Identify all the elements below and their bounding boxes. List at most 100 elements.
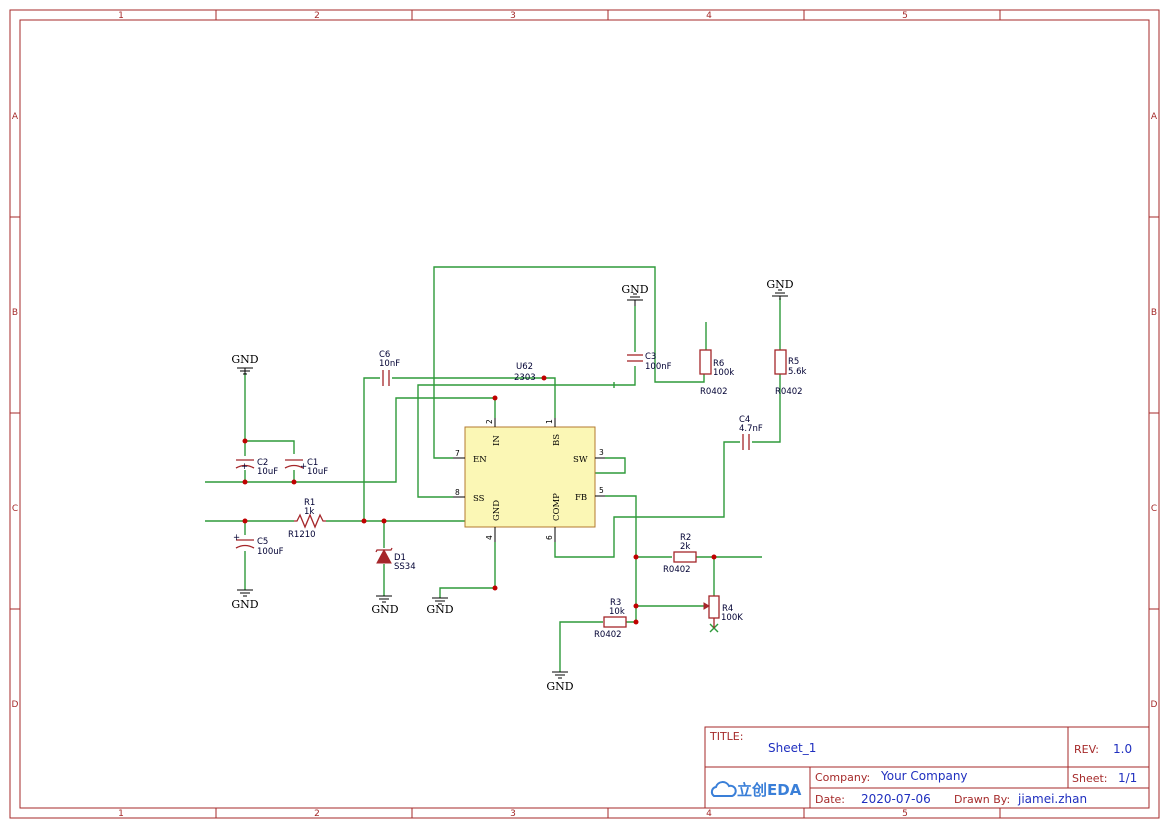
col-label: 5 — [902, 11, 908, 21]
ic-designator: U62 — [516, 362, 533, 372]
r1-designator: R1 — [304, 498, 315, 508]
row-label: B — [12, 308, 18, 318]
drawn-by-value: jiamei.zhan — [1017, 792, 1087, 806]
capacitor-c3[interactable]: C3 100nF — [627, 352, 672, 372]
polarity-mark: + — [233, 533, 240, 543]
col-label: 3 — [510, 809, 516, 819]
junction-dot — [492, 585, 498, 591]
junction-dot — [711, 554, 717, 560]
drawn-by-label: Drawn By: — [954, 793, 1010, 806]
row-label: B — [1151, 308, 1157, 318]
r6-value: 100k — [713, 368, 734, 378]
wire-en — [433, 266, 705, 459]
gnd-symbol[interactable]: GND — [231, 353, 259, 375]
gnd-symbol[interactable]: GND — [621, 283, 649, 306]
wire-vin — [205, 397, 496, 483]
resistor-r1[interactable]: R1 1k R1210 — [288, 498, 326, 540]
capacitor-c4[interactable]: C4 4.7nF — [739, 415, 763, 450]
gnd-symbol[interactable]: GND — [546, 671, 574, 693]
c2-value: 10uF — [257, 467, 278, 477]
c1-value: 10uF — [307, 467, 328, 477]
gnd-symbol[interactable]: GND — [766, 278, 794, 300]
r4-designator: R4 — [722, 604, 733, 614]
drawing-frame: 1 2 3 4 5 1 2 3 4 5 A B C D A B C D — [9, 9, 1160, 819]
wire-ic-gnd — [439, 542, 496, 598]
potentiometer-r4[interactable]: R4 100K — [703, 595, 743, 633]
resistor-r5[interactable]: R5 5.6k R0402 — [774, 349, 807, 397]
gnd-symbol[interactable]: GND — [426, 597, 454, 616]
junction-dot — [242, 438, 248, 444]
r5-value: 5.6k — [788, 367, 807, 377]
pin-number-en: 7 — [455, 449, 460, 458]
c4-value: 4.7nF — [739, 424, 763, 434]
col-label: 5 — [902, 809, 908, 819]
junction-dot — [291, 479, 297, 485]
pin-name-bs: BS — [552, 434, 562, 446]
junction-dot — [492, 395, 498, 401]
row-label: D — [12, 700, 19, 710]
polarity-mark: + — [300, 462, 307, 472]
diode-d1[interactable]: D1 SS34 — [375, 547, 416, 572]
col-label: 4 — [706, 11, 712, 21]
gnd-symbol[interactable]: GND — [231, 589, 259, 611]
pin-number-sw: 3 — [599, 448, 604, 457]
col-label: 1 — [118, 809, 124, 819]
gnd-symbol[interactable]: GND — [371, 595, 399, 616]
row-label: C — [1151, 504, 1157, 514]
title-value: Sheet_1 — [768, 741, 816, 755]
wires — [205, 266, 781, 672]
c5-designator: C5 — [257, 537, 268, 547]
row-label: C — [12, 504, 18, 514]
logo-text: 立创EDA — [737, 781, 802, 799]
gnd-label: GND — [546, 680, 573, 693]
r3-footprint: R0402 — [594, 630, 622, 640]
col-label: 4 — [706, 809, 712, 819]
wire-comp — [554, 441, 740, 558]
row-label: A — [12, 112, 19, 122]
c2-designator: C2 — [257, 458, 268, 468]
date-label: Date: — [815, 793, 845, 806]
wire-ss — [417, 366, 636, 498]
c6-value: 10nF — [379, 359, 400, 369]
ic-u62[interactable]: U62 2303 2 IN 1 BS 7 EN 8 SS 3 SW 5 FB 4… — [453, 362, 605, 542]
pin-name-fb: FB — [575, 493, 587, 503]
r2-designator: R2 — [680, 533, 691, 543]
title-block: TITLE: Sheet_1 REV: 1.0 Company: Your Co… — [704, 726, 1150, 809]
junction-dot — [633, 554, 639, 560]
junction-dot — [381, 518, 387, 524]
junctions — [242, 375, 717, 625]
c4-designator: C4 — [739, 415, 750, 425]
r5-designator: R5 — [788, 357, 799, 367]
pin-number-gnd: 4 — [485, 535, 494, 540]
rev-label: REV: — [1074, 743, 1099, 756]
r6-footprint: R0402 — [700, 387, 728, 397]
pin-name-gnd: GND — [492, 500, 502, 521]
resistor-r2[interactable]: R2 2k R0402 — [663, 533, 697, 575]
capacitor-c6[interactable]: C6 10nF — [379, 350, 400, 386]
ic-body — [464, 426, 596, 528]
c3-designator: C3 — [645, 352, 656, 362]
date-value: 2020-07-06 — [861, 792, 931, 806]
logo: 立创EDA — [710, 781, 802, 799]
r2-footprint: R0402 — [663, 565, 691, 575]
resistor-r6[interactable]: R6 100k R0402 — [699, 349, 734, 397]
c3-value: 100nF — [645, 362, 672, 372]
capacitor-c1[interactable]: + C1 10uF — [284, 458, 328, 477]
wire-r3-gnd — [559, 621, 603, 672]
pin-number-bs: 1 — [545, 419, 554, 424]
capacitor-c2[interactable]: + C2 10uF — [235, 458, 278, 477]
title-label: TITLE: — [709, 730, 743, 743]
pin-name-en: EN — [473, 455, 487, 465]
company-label: Company: — [815, 771, 870, 784]
wire-c1-top — [245, 440, 295, 454]
ic-value: 2303 — [514, 373, 536, 383]
resistor-r3[interactable]: R3 10k R0402 — [594, 598, 627, 640]
gnd-label: GND — [766, 278, 793, 291]
wire-c4-right — [752, 374, 781, 443]
capacitor-c5[interactable]: + C5 100uF — [233, 533, 284, 557]
c6-designator: C6 — [379, 350, 390, 360]
r4-value: 100K — [721, 613, 743, 623]
pin-number-ss: 8 — [455, 488, 460, 497]
col-label: 2 — [314, 11, 320, 21]
